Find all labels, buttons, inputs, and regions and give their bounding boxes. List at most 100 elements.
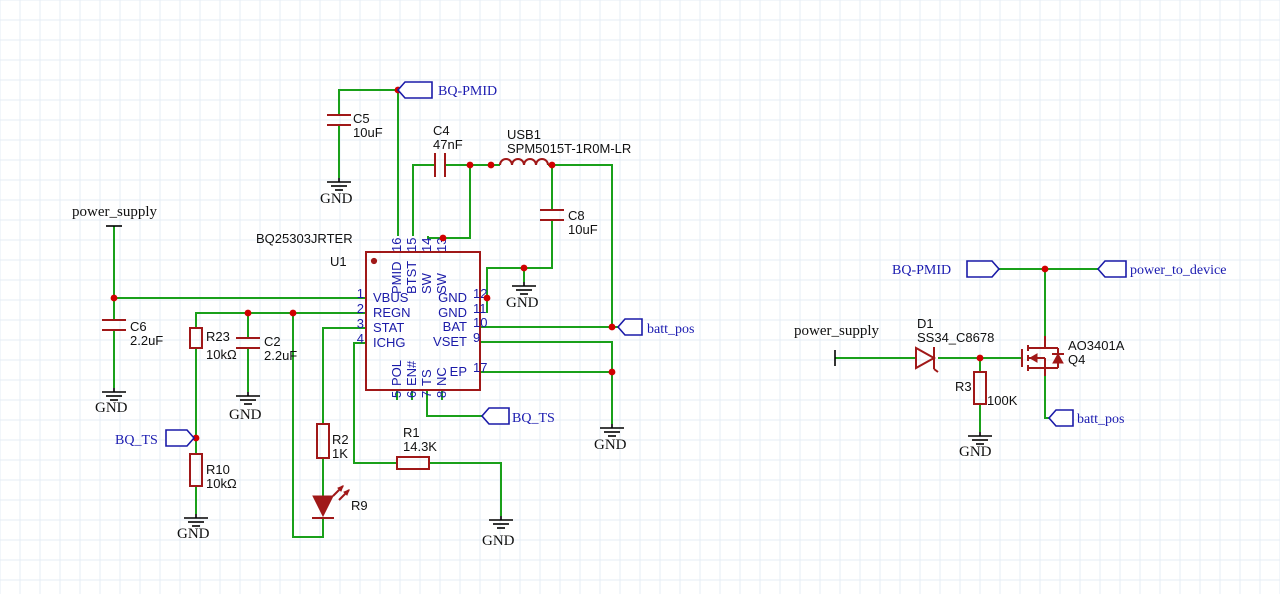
ic-pin-name-vbus: VBUS [373,290,409,305]
junction [976,354,984,362]
c8-ref: C8 [568,208,585,223]
gnd-label: GND [95,400,128,416]
r1-ref: R1 [403,425,420,440]
ground-icon [512,282,536,295]
gnd-label: GND [959,444,992,460]
ic-body [365,251,481,391]
net-label-batt-pos: batt_pos [647,322,694,337]
net-label-bq-ts: BQ_TS [512,411,555,426]
net-label-batt-pos-right: batt_pos [1077,412,1124,427]
resistor-r3 [973,371,987,405]
resistor-r1 [396,456,430,470]
junction [548,161,556,169]
net-flag-icon [396,81,433,99]
net-flag-icon [1047,409,1074,427]
ic-pin-name-nc: NC [434,367,449,386]
gnd-label: GND [320,191,353,207]
ic-pin-number: 8 [434,391,449,398]
wire-regn [195,312,366,328]
usb1-value: SPM5015T-1R0M-LR [507,141,631,156]
ic-pin-number: 11 [473,301,487,316]
junction [487,161,495,169]
led-r9 [312,485,350,519]
power-supply-label: power_supply [72,204,157,220]
wire-r1-gnd [429,462,502,516]
wire-ichg [353,342,397,464]
resistor-r23 [189,327,203,349]
ic-pin-name-regn: REGN [373,305,411,320]
c2-value: 2.2uF [264,348,297,363]
gnd-label: GND [177,526,210,542]
ic-pin-number: 4 [357,331,364,346]
c6-value: 2.2uF [130,333,163,348]
ic-pin-name-pmid: PMID [389,262,404,295]
ic-pin-number: 1 [357,286,364,301]
usb1-ref: USB1 [507,127,541,142]
capacitor-c4 [434,153,446,177]
ic-pin-number: 10 [473,315,487,330]
r23-value: 10kΩ [206,347,237,362]
ic-part-number: BQ25303JRTER [256,231,353,246]
ic-pin-name-vset: VSET [433,334,467,349]
c4-ref: C4 [433,123,450,138]
ic-pin-name-ichg: ICHG [373,335,406,350]
ground-icon [600,424,624,437]
r2-ref: R2 [332,432,349,447]
capacitor-c6 [102,319,126,331]
ground-icon [327,178,351,191]
ground-icon [184,514,208,527]
ic-pin-name-bat: BAT [443,319,467,334]
ic-pin-number: 3 [357,316,364,331]
r23-ref: R23 [206,329,230,344]
resistors [189,327,987,487]
ic-pin-number: 13 [434,238,449,252]
r2-value: 1K [332,446,348,461]
capacitor-c2 [236,337,260,349]
wire-q4-source [1044,376,1049,419]
net-flag-icon [616,318,643,336]
ic-pin-number: 16 [389,238,404,252]
wire-ts [426,390,482,417]
wire-stat [322,327,366,424]
ic-pin-name-ts: TS [419,369,434,386]
d1-ref: D1 [917,316,934,331]
junction [244,309,252,317]
wire-sw-up [427,165,471,239]
net-label-power-to-device: power_to_device [1130,263,1226,278]
ic-pin-name-gnd: GND [438,305,467,320]
mosfet-q4 [1021,336,1064,376]
ground-icon [489,516,513,529]
net-labels: BQ-PMID batt_pos BQ_TS BQ_TS BQ-PMID pow… [115,81,1226,448]
c5-value: 10uF [353,125,383,140]
junction [439,234,447,242]
c4-value: 47nF [433,137,463,152]
gnd-label: GND [594,437,627,453]
ic-pin-name-pol: POL [389,360,404,386]
junction [520,264,528,272]
ic-pin-number: 5 [389,391,404,398]
c2-ref: C2 [264,334,281,349]
junction [289,309,297,317]
wire-c8-bottom [486,220,553,298]
q4-ref: Q4 [1068,352,1085,367]
ic-pin-name-en: EN# [404,360,419,386]
net-flag-icon [480,407,510,425]
net-label-bq-pmid-right: BQ-PMID [892,263,951,278]
c8-value: 10uF [568,222,598,237]
ic-pin-number: 17 [473,360,487,375]
junction [483,294,491,302]
q4-value: AO3401A [1068,338,1125,353]
junction [466,161,474,169]
r9-ref: R9 [351,498,368,513]
ground-icon [102,388,126,401]
ic-pin-number: 9 [473,330,480,345]
c5-ref: C5 [353,111,370,126]
ic-pin-name-btst: BTST [404,261,419,294]
ic-ref: U1 [330,254,347,269]
wire-led-loop [292,313,324,538]
junction [110,294,118,302]
resistor-r2 [316,423,330,459]
net-flag-icon [966,260,1001,278]
